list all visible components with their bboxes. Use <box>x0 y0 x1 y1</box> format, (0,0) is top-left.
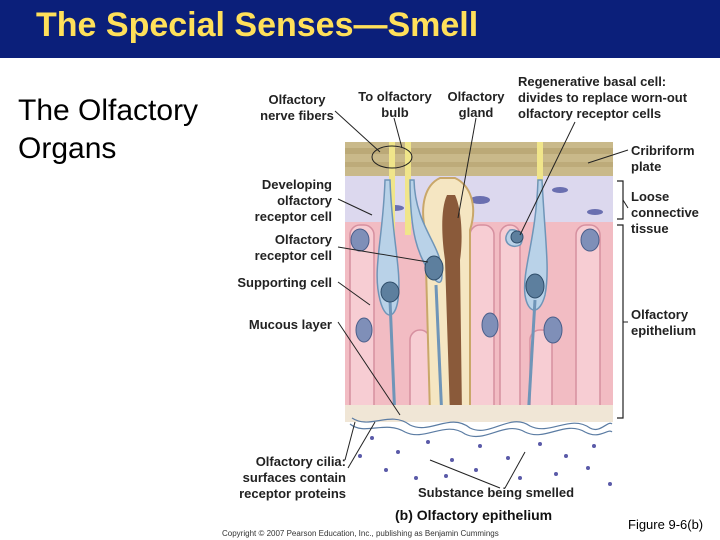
subtitle-line-2: Organs <box>18 132 117 165</box>
label-mucous-layer: Mucous layer <box>249 317 332 332</box>
label-olfactory-cilia-2: surfaces contain <box>243 470 346 485</box>
label-olfactory-cilia-3: receptor proteins <box>239 486 346 501</box>
brackets <box>617 180 624 419</box>
cilia-shapes <box>349 417 613 437</box>
label-regenerative-basal-cell-3: olfactory receptor cells <box>518 106 661 121</box>
label-cribriform-plate-2: plate <box>631 159 661 174</box>
label-supporting-cell: Supporting cell <box>237 275 332 290</box>
tissue-illustration <box>345 142 613 422</box>
slide-title: The Special Senses—Smell <box>36 6 479 44</box>
label-developing-receptor-cell-2: olfactory <box>277 193 333 208</box>
label-olfactory-epithelium-2: epithelium <box>631 323 696 338</box>
label-olfactory-nerve-fibers-2: nerve fibers <box>260 108 334 123</box>
label-olfactory-gland-1: Olfactory <box>447 89 505 104</box>
label-to-olfactory-bulb-2: bulb <box>381 105 408 120</box>
label-olfactory-gland-2: gland <box>459 105 494 120</box>
subtitle-line-1: The Olfactory <box>18 94 199 127</box>
label-substance-being-smelled: Substance being smelled <box>418 485 574 500</box>
title-bar <box>0 0 720 58</box>
leader-lines <box>334 110 629 489</box>
label-loose-connective-tissue-2: connective <box>631 205 699 220</box>
label-olfactory-cilia-1: Olfactory cilia: <box>256 454 346 469</box>
label-olfactory-receptor-cell-2: receptor cell <box>255 248 332 263</box>
copyright-notice: Copyright © 2007 Pearson Education, Inc.… <box>222 529 499 538</box>
label-loose-connective-tissue-1: Loose <box>631 189 669 204</box>
label-developing-receptor-cell-1: Developing <box>262 177 332 192</box>
odorant-molecules <box>358 436 612 486</box>
label-developing-receptor-cell-3: receptor cell <box>255 209 332 224</box>
label-to-olfactory-bulb-1: To olfactory <box>358 89 432 104</box>
label-olfactory-nerve-fibers-1: Olfactory <box>268 92 326 107</box>
label-olfactory-receptor-cell-1: Olfactory <box>275 232 333 247</box>
diagram-caption: (b) Olfactory epithelium <box>395 507 552 523</box>
slide-subtitle: The Olfactory Organs <box>18 92 198 168</box>
label-loose-connective-tissue-3: tissue <box>631 221 669 236</box>
mucous-layer-shape <box>345 405 613 422</box>
figure-reference: Figure 9-6(b) <box>628 517 703 532</box>
label-cribriform-plate-1: Cribriform <box>631 143 695 158</box>
fiber-highlight-circle <box>371 145 413 169</box>
label-olfactory-epithelium-1: Olfactory <box>631 307 689 322</box>
label-regenerative-basal-cell-1: Regenerative basal cell: <box>518 74 666 89</box>
label-regenerative-basal-cell-2: divides to replace worn-out <box>518 90 688 105</box>
